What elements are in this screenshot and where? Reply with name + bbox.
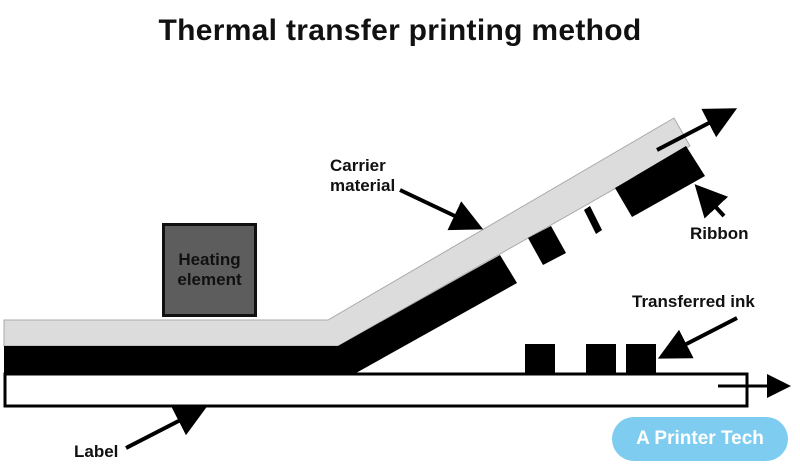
transferred-ink-block (626, 344, 656, 374)
diagram-title: Thermal transfer printing method (158, 14, 642, 47)
heating-element-label-line1: Heating (178, 250, 241, 269)
heating-element: Heating element (162, 223, 257, 317)
label-label: Label (74, 442, 119, 461)
arrow-icon (399, 188, 484, 231)
transferred-ink-label: Transferred ink (632, 292, 755, 311)
carrier-material-band (3, 117, 691, 347)
carrier-material-label-line2: material (330, 176, 396, 195)
ribbon-ink-layer (4, 255, 517, 373)
transferred-ink-block (586, 344, 616, 374)
ribbon-label: Ribbon (690, 224, 749, 243)
arrow-icon (656, 108, 738, 152)
ribbon-ink-segment (584, 206, 602, 234)
carrier-material-label: Carrier material (330, 156, 395, 196)
label-strip (3, 372, 749, 408)
arrow-icon (694, 184, 729, 219)
carrier-material-label-line1: Carrier (330, 156, 386, 175)
logo-badge: A Printer Tech (612, 417, 788, 461)
heating-element-label-line2: element (177, 270, 242, 289)
arrow-icon (125, 406, 208, 450)
ribbon-ink-segment (615, 146, 705, 217)
arrow-icon (657, 316, 738, 359)
ribbon-ink-segment (528, 226, 566, 265)
transferred-ink-block (525, 344, 555, 374)
